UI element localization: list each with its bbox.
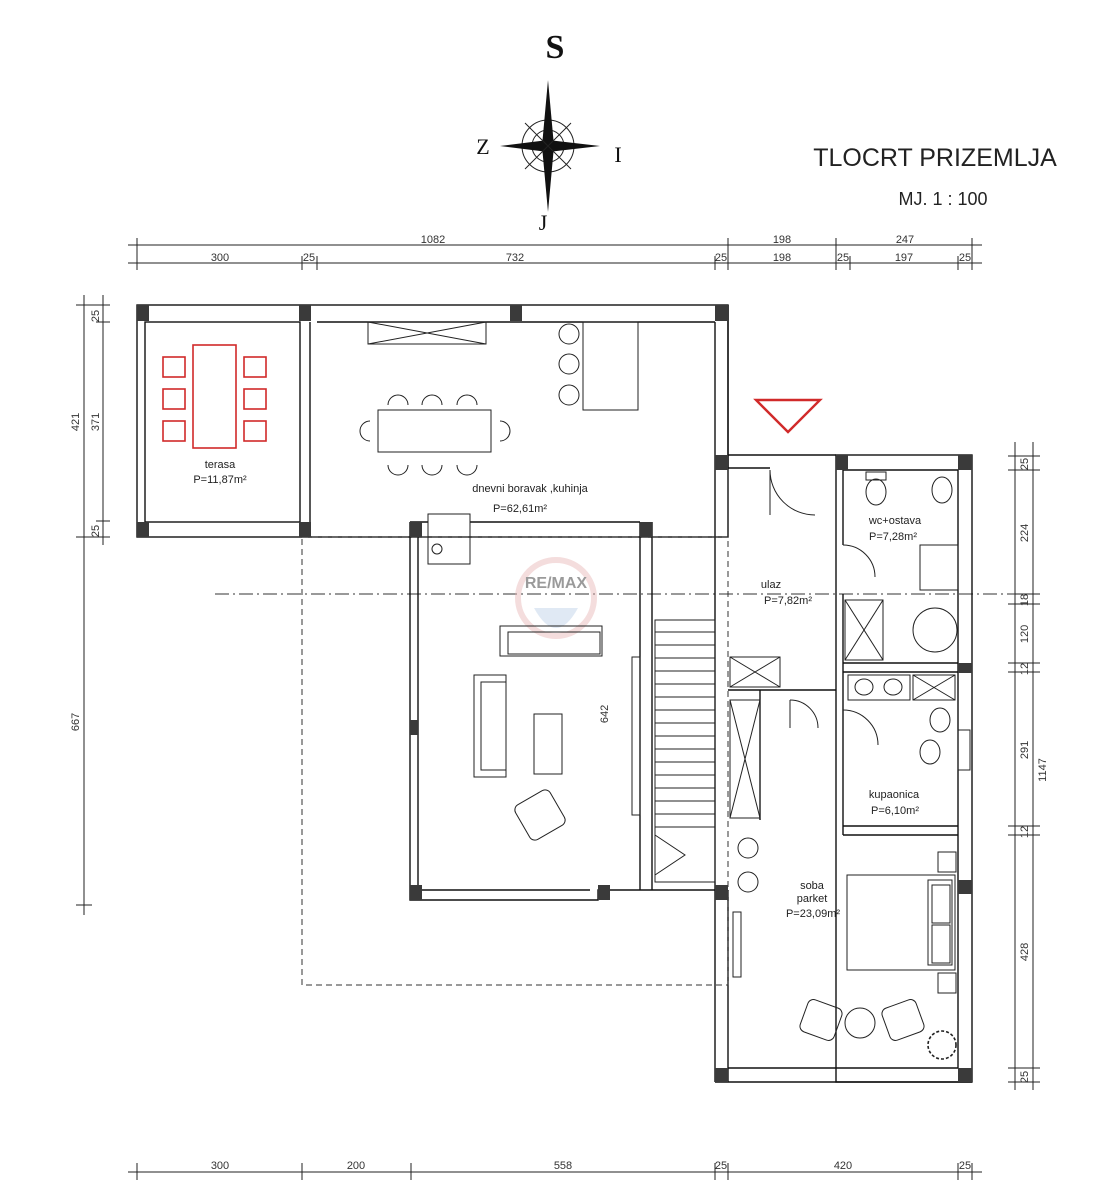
room-wc-name: wc+ostava — [868, 515, 922, 527]
plan-scale: MJ. 1 : 100 — [898, 189, 987, 209]
svg-text:371: 371 — [90, 413, 102, 431]
svg-text:25: 25 — [303, 252, 315, 264]
room-dnevni-name: dnevni boravak ,kuhinja — [472, 483, 588, 495]
right-dimensions: 25 224 18 120 12 291 1147 12 428 25 — [1008, 442, 1049, 1090]
svg-text:300: 300 — [211, 1160, 229, 1172]
svg-text:25: 25 — [90, 525, 102, 537]
compass: S J Z I — [476, 29, 621, 235]
svg-text:25: 25 — [959, 1160, 971, 1172]
svg-text:428: 428 — [1019, 943, 1031, 961]
svg-text:25: 25 — [837, 252, 849, 264]
svg-text:421: 421 — [70, 413, 82, 431]
svg-text:25: 25 — [715, 1160, 727, 1172]
bathroom-fixtures — [842, 471, 971, 771]
compass-east-label: I — [614, 142, 621, 167]
watermark-logo: RE/MAX — [515, 557, 597, 639]
svg-text:25: 25 — [90, 310, 102, 322]
watermark-text: RE/MAX — [525, 575, 588, 592]
compass-north-label: S — [546, 29, 565, 66]
columns — [137, 305, 972, 1082]
room-ulaz-area: P=7,82m² — [764, 595, 812, 607]
svg-text:667: 667 — [70, 713, 82, 731]
stair-dimension: 642 — [599, 705, 611, 723]
svg-text:732: 732 — [506, 252, 524, 264]
svg-text:198: 198 — [773, 234, 791, 246]
svg-text:18: 18 — [1019, 594, 1031, 606]
svg-text:1082: 1082 — [421, 234, 445, 246]
corridor-wardrobes — [729, 469, 819, 819]
room-dnevni-area: P=62,61m² — [493, 503, 547, 515]
room-kupaonica-name: kupaonica — [869, 789, 920, 801]
svg-text:247: 247 — [896, 234, 914, 246]
walls — [136, 304, 973, 1083]
room-terasa-name: terasa — [205, 459, 236, 471]
svg-text:291: 291 — [1019, 741, 1031, 759]
room-labels: terasa P=11,87m² dnevni boravak ,kuhinja… — [193, 459, 922, 920]
room-ulaz-name: ulaz — [761, 579, 781, 591]
entrance-marker-icon — [753, 398, 823, 434]
svg-text:25: 25 — [1019, 1071, 1031, 1083]
compass-south-label: J — [539, 210, 548, 235]
room-soba-area: P=23,09m² — [786, 908, 840, 920]
svg-text:197: 197 — [895, 252, 913, 264]
left-dimensions: 25 421 371 25 667 — [70, 295, 110, 915]
svg-text:25: 25 — [959, 252, 971, 264]
svg-text:558: 558 — [554, 1160, 572, 1172]
svg-text:120: 120 — [1019, 625, 1031, 643]
room-soba-name: soba — [800, 880, 825, 892]
room-terasa-area: P=11,87m² — [193, 474, 247, 486]
svg-text:1147: 1147 — [1037, 758, 1049, 782]
svg-text:224: 224 — [1019, 524, 1031, 542]
svg-text:200: 200 — [347, 1160, 365, 1172]
top-dimensions: 1082 198 247 300 25 732 25 198 25 197 25 — [128, 234, 982, 270]
svg-text:198: 198 — [773, 252, 791, 264]
bottom-dimensions: 300 200 558 25 420 25 — [128, 1160, 982, 1180]
room-wc-area: P=7,28m² — [869, 531, 917, 543]
room-kupaonica-area: P=6,10m² — [871, 805, 919, 817]
living-furniture — [473, 625, 641, 841]
svg-text:25: 25 — [1019, 458, 1031, 470]
kitchen-dining-furniture — [359, 321, 639, 565]
svg-text:12: 12 — [1019, 826, 1031, 838]
svg-text:12: 12 — [1019, 663, 1031, 675]
svg-text:25: 25 — [715, 252, 727, 264]
room-soba-floor: parket — [797, 893, 828, 905]
bedroom-furniture — [732, 837, 957, 1060]
plan-title: TLOCRT PRIZEMLJA — [813, 144, 1057, 172]
svg-text:420: 420 — [834, 1160, 852, 1172]
compass-west-label: Z — [476, 134, 489, 159]
svg-text:300: 300 — [211, 252, 229, 264]
terrace-dining-set — [162, 344, 267, 449]
staircase: 642 — [599, 619, 716, 883]
